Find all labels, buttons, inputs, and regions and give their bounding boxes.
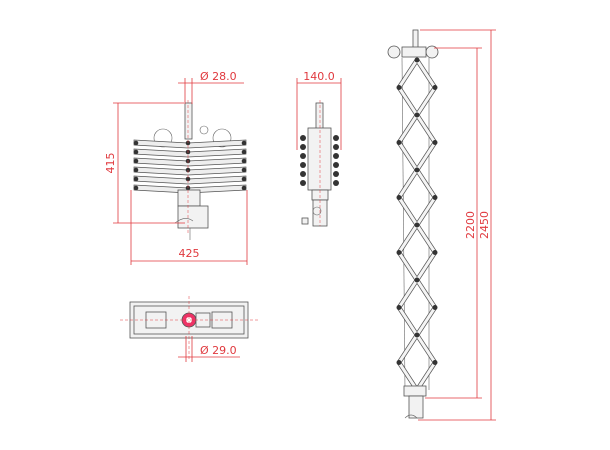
scissor-arm-face <box>397 224 419 254</box>
scissor-arm-face <box>397 306 419 336</box>
pivot-node <box>241 140 247 146</box>
pivot-node <box>241 176 247 182</box>
scissor-arm-face <box>397 334 419 364</box>
scissor-arm-face <box>397 279 419 309</box>
scissor-arm-face <box>415 251 437 281</box>
scissor-arm-face <box>415 224 437 254</box>
scissor-arm-face <box>397 169 419 199</box>
pivot-node <box>432 195 438 200</box>
pivot-node <box>333 162 339 168</box>
side-depth-label: 140.0 <box>303 70 335 83</box>
pivot-node <box>414 332 420 338</box>
scissor-arm-face <box>415 334 437 364</box>
scissor-arm-face <box>415 169 437 199</box>
top-view <box>120 296 258 360</box>
pivot-node <box>300 153 306 159</box>
scissor-arm-face <box>415 279 437 309</box>
scissor-arm-face <box>397 361 419 391</box>
scissor-arm-face <box>397 251 419 281</box>
pivot-node <box>133 140 139 146</box>
pivot-node <box>414 222 420 228</box>
scissor-arm-face <box>415 361 437 391</box>
pivot-node <box>133 149 139 155</box>
scissor-arm-face <box>415 86 437 116</box>
pivot-node <box>300 144 306 150</box>
extended-length-inner-label: 2200 <box>464 211 477 239</box>
pivot-node <box>432 360 438 365</box>
pivot-node <box>333 153 339 159</box>
scissor-arm-face <box>415 306 437 336</box>
pivot-node <box>396 360 402 365</box>
pivot-node <box>241 185 247 191</box>
pivot-node <box>300 135 306 141</box>
side-dimensions: 140.0 <box>296 70 342 150</box>
scissor-arm-face <box>397 141 419 171</box>
pivot-node <box>300 180 306 186</box>
pivot-node <box>432 305 438 310</box>
front-dimensions: Ø 28.0 415 425 <box>104 70 248 265</box>
scissor-arm-face <box>415 141 437 171</box>
extended-dimensions: 2200 2450 <box>418 29 496 421</box>
pivot-node <box>432 85 438 90</box>
pivot-node <box>396 250 402 255</box>
pivot-node <box>300 162 306 168</box>
front-view <box>133 100 247 240</box>
pivot-node <box>414 57 420 63</box>
front-height-label: 415 <box>104 153 117 174</box>
extended-view <box>387 29 439 419</box>
pivot-node <box>333 144 339 150</box>
scissor-arm-face <box>415 59 437 89</box>
top-dimensions: Ø 29.0 <box>178 336 240 362</box>
pivot-node <box>396 305 402 310</box>
pivot-node <box>414 112 420 118</box>
scissor-arm-face <box>397 114 419 144</box>
scissor-arm-face <box>415 196 437 226</box>
side-view <box>300 100 339 227</box>
pivot-node <box>432 140 438 145</box>
pivot-node <box>396 195 402 200</box>
pivot-node <box>241 167 247 173</box>
pivot-node <box>414 277 420 283</box>
scissor-arm-face <box>397 59 419 89</box>
pivot-node <box>333 180 339 186</box>
pivot-node <box>333 171 339 177</box>
top-pin-diameter-label: Ø 29.0 <box>200 344 237 357</box>
extended-length-total-label: 2450 <box>478 211 491 239</box>
pivot-node <box>241 149 247 155</box>
pivot-node <box>133 185 139 191</box>
front-pin-diameter-label: Ø 28.0 <box>200 70 237 83</box>
front-width-label: 425 <box>179 247 200 260</box>
pivot-node <box>414 167 420 173</box>
pivot-node <box>432 250 438 255</box>
pivot-node <box>300 171 306 177</box>
pivot-node <box>185 176 191 182</box>
scissor-arm-face <box>397 196 419 226</box>
pivot-node <box>396 85 402 90</box>
pivot-node <box>241 158 247 164</box>
scissor-arm-face <box>397 86 419 116</box>
scissor-arm-face <box>415 114 437 144</box>
pivot-node <box>396 140 402 145</box>
pivot-node <box>133 158 139 164</box>
pivot-node <box>133 167 139 173</box>
pivot-node <box>333 135 339 141</box>
pivot-node <box>133 176 139 182</box>
